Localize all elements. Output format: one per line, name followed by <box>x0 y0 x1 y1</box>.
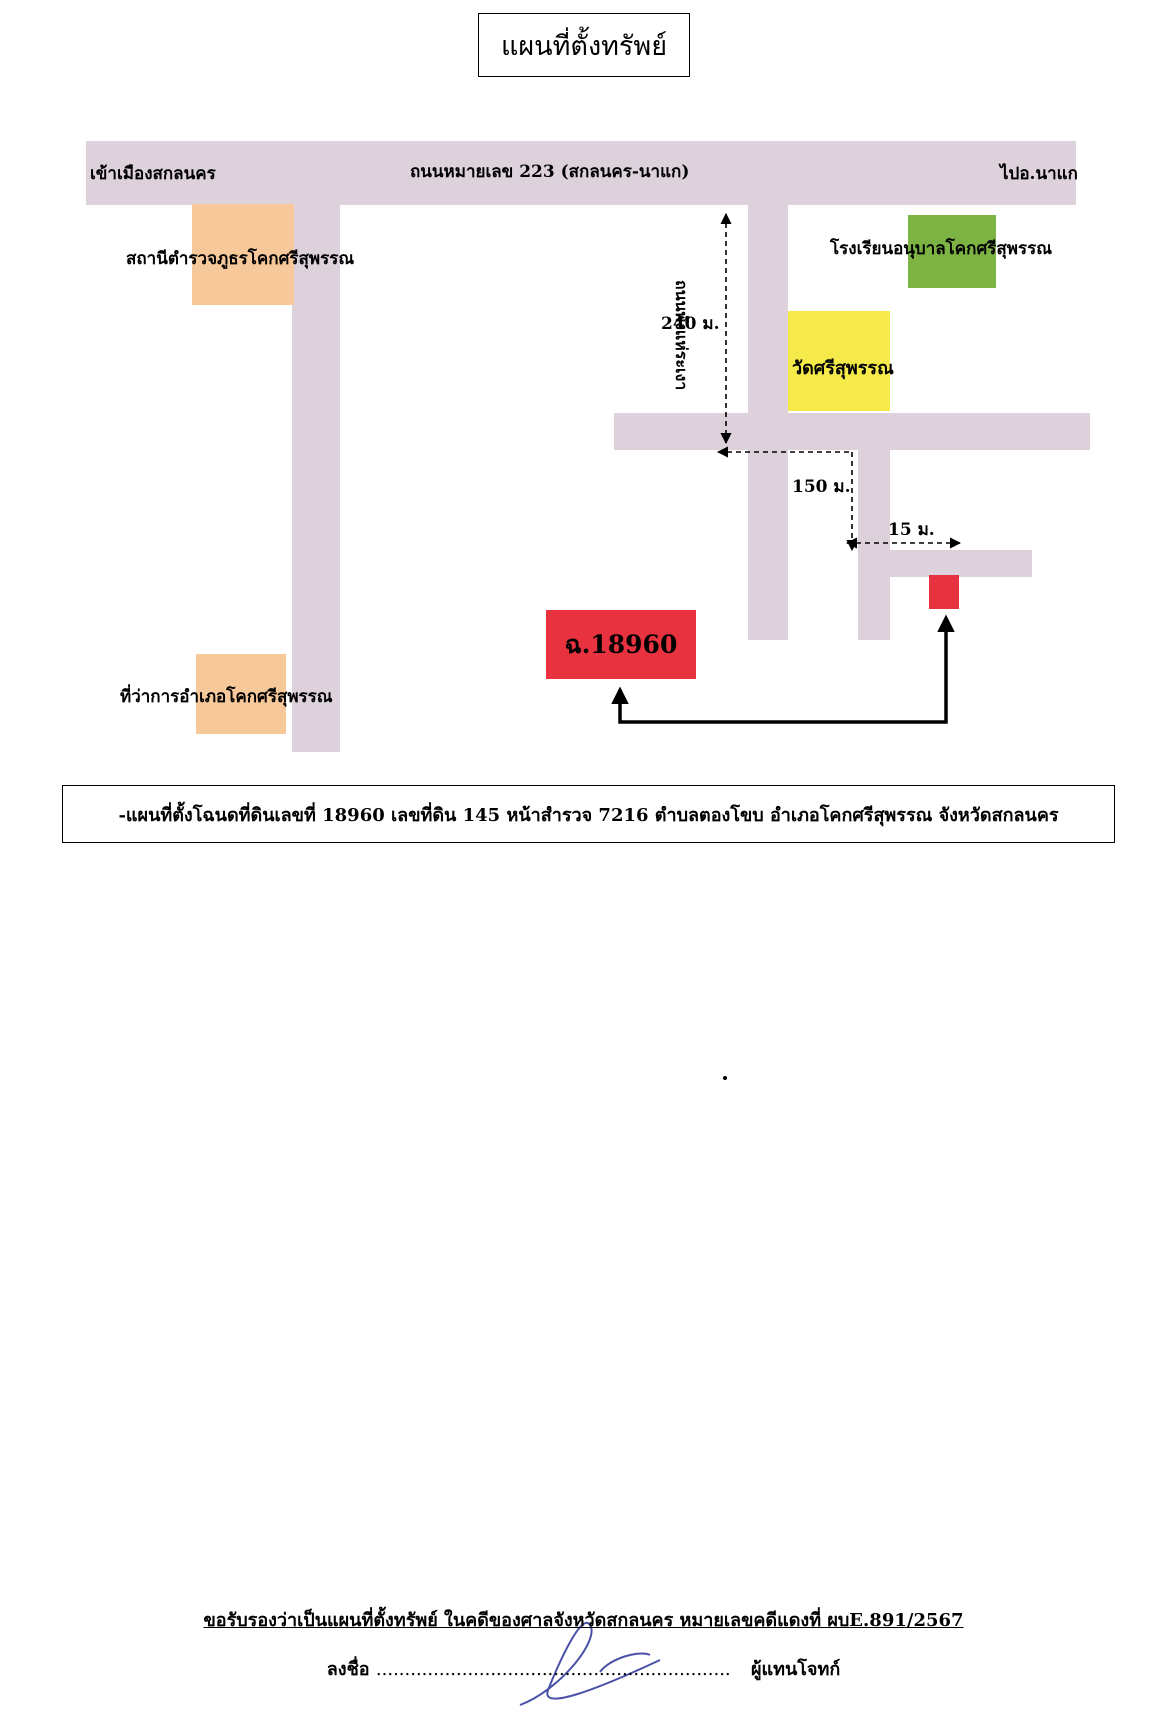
distance-150-label: 150 ม. <box>792 477 851 497</box>
main-road <box>86 141 1076 205</box>
school-block <box>908 215 996 288</box>
caption-text: -แผนที่ตั้งโฉนดที่ดินเลขที่ 18960 เลขที่… <box>118 804 1059 826</box>
signature-stroke <box>519 1621 661 1706</box>
police-station-block <box>192 204 294 305</box>
certify-text: ขอรับรองว่าเป็นแผนที่ตั้งทรัพย์ ในคดีของ… <box>203 1610 964 1631</box>
parcel-link-arrow <box>611 614 955 724</box>
target-parcel-marker <box>929 575 959 609</box>
school-label: โรงเรียนอนุบาลโคกศรีสุพรรณ <box>830 239 1053 259</box>
district-office-label: ที่ว่าการอำเภอโคกศรีสุพรรณ <box>120 687 333 707</box>
distance-240-label: 240 ม. <box>661 314 720 334</box>
right-end-label: ไปอ.นาแก <box>1000 164 1078 184</box>
distance-15-label: 15 ม. <box>888 520 935 540</box>
road-cross-horizontal <box>614 413 1090 450</box>
caption-box: -แผนที่ตั้งโฉนดที่ดินเลขที่ 18960 เลขที่… <box>62 785 1115 843</box>
signature-row: ลงชื่อ .................................… <box>0 1654 1167 1683</box>
signature-dots: ........................................… <box>375 1659 731 1680</box>
police-station-label: สถานีตำรวจภูธรโคกศรีสุพรรณ <box>126 249 355 269</box>
road-small-branch <box>878 550 1032 577</box>
signature-role: ผู้แทนโจทก์ <box>750 1659 841 1680</box>
main-road-label: ถนนหมายเลข 223 (สกลนคร-นาแก) <box>410 162 690 182</box>
road-left-vertical <box>292 205 340 752</box>
stray-dot <box>723 1076 727 1080</box>
district-office-block <box>196 654 286 734</box>
map-title-box: แผนที่ตั้งทรัพย์ <box>478 13 690 77</box>
temple-label: วัดศรีสุพรรณ <box>792 358 894 379</box>
temple-block <box>788 311 890 411</box>
signature-prefix: ลงชื่อ <box>326 1659 370 1680</box>
map-title: แผนที่ตั้งทรัพย์ <box>500 30 668 62</box>
left-end-label: เข้าเมืองสกลนคร <box>90 164 216 184</box>
